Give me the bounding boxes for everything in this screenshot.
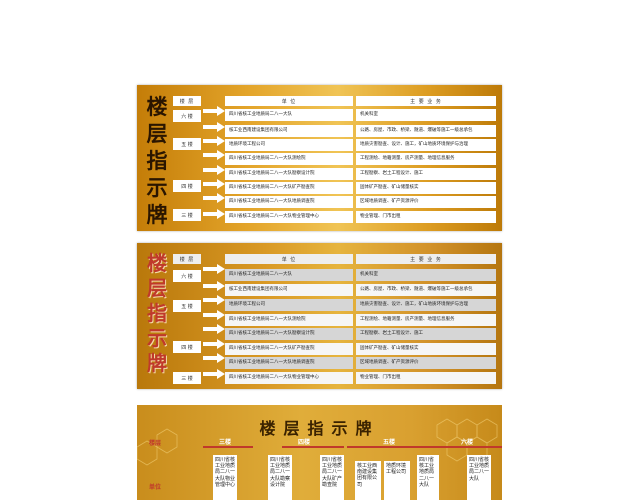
unit-name: 地质环境工程公司 <box>225 299 353 311</box>
unit-name: 四川省核工业地质局二八一大队地质调查院 <box>225 357 353 369</box>
floor-label: 四 楼 <box>173 341 201 353</box>
business-desc: 工程测绘、地籍测量、房产测量、地理信息服务 <box>356 153 496 165</box>
floor-heading: 四楼 <box>297 439 310 446</box>
unit-name: 四川省核工业地质局二八一大队地质调查院 <box>225 196 353 208</box>
business-desc: 固体矿产勘查、矿山储量核实 <box>356 343 496 355</box>
business-desc: 区域地质调查、矿产资源评价 <box>356 196 496 208</box>
unit-name: 四川省核工业地质局二八一大队测绘院 <box>225 314 353 326</box>
title-char: 牌 <box>146 202 168 227</box>
floor-heading-bar <box>427 446 502 448</box>
title-char: 指 <box>147 301 167 325</box>
business-desc: 地质灾害勘查、设计、施工，矿山地质环境保护与治理 <box>356 139 496 151</box>
header-business: 主 要 业 务 <box>356 254 496 264</box>
unit-cell: 四川省核工业地质局二八一大队 <box>467 455 491 500</box>
title-char: 层 <box>146 121 168 146</box>
unit-name: 四川省核工业地质局二八一大队 <box>225 109 353 121</box>
unit-name: 四川省核工业地质局二八一大队测绘院 <box>225 153 353 165</box>
floor-heading-bar <box>282 446 344 448</box>
unit-cell: 四川省核工业地质局二八一大队勘察设计院 <box>268 455 292 500</box>
business-desc: 公路、房屋、市政、桥梁、隧道、爆破等施工一级总承包 <box>356 284 496 296</box>
board-title-vertical: 楼 层 指 示 牌 <box>142 93 172 228</box>
business-desc: 物业管理、门市出租 <box>356 372 496 384</box>
unit-cell: 四川省核工业地质局二八一大队 <box>417 455 439 500</box>
title-char: 示 <box>146 175 168 200</box>
unit-name: 四川省核工业地质局二八一大队矿产勘查院 <box>225 182 353 194</box>
business-desc: 物业管理、门市出租 <box>356 211 496 223</box>
business-desc: 固体矿产勘查、矿山储量核实 <box>356 182 496 194</box>
title-char: 牌 <box>147 351 167 375</box>
unit-cell: 四川省核工业地质局二八一大队物业管理中心 <box>213 455 237 500</box>
floor-heading-bar <box>347 446 427 448</box>
floor-label: 三 楼 <box>173 372 201 384</box>
unit-name: 四川省核工业地质局二八一大队勘察设计院 <box>225 168 353 180</box>
unit-name: 地质环境工程公司 <box>225 139 353 151</box>
business-desc: 公路、房屋、市政、桥梁、隧道、爆破等施工一级总承包 <box>356 125 496 137</box>
unit-cell: 四川省核工业地质局二八一大队矿产勘查院 <box>320 455 344 500</box>
arrow-connectors <box>203 106 225 219</box>
unit-cell: 核工业西南建设集团有限公司 <box>355 461 381 500</box>
title-char: 楼 <box>146 94 168 119</box>
header-unit: 单 位 <box>225 254 353 264</box>
floor-heading: 六楼 <box>460 439 473 446</box>
business-desc: 工程勘察、岩土工程设计、施工 <box>356 168 496 180</box>
business-desc: 工程勘察、岩土工程设计、施工 <box>356 328 496 340</box>
floor-label: 六 楼 <box>173 270 201 282</box>
header-unit: 单 位 <box>225 96 353 106</box>
floor-heading: 三楼 <box>218 439 231 446</box>
header-floor: 楼 层 <box>173 96 201 106</box>
floor-heading-bar <box>203 446 253 448</box>
unit-name: 核工业西南建设集团有限公司 <box>225 125 353 137</box>
unit-name: 四川省核工业地质局二八一大队勘察设计院 <box>225 328 353 340</box>
business-desc: 区域地质调查、矿产资源评价 <box>356 357 496 369</box>
floor-directory-board-top: 楼 层 指 示 牌 楼 层 单 位 主 要 业 务 六 楼 五 楼 四 楼 三 … <box>137 85 502 231</box>
row-label-floor: 楼层 <box>149 440 162 447</box>
title-char: 指 <box>146 148 168 173</box>
row-label-unit: 单位 <box>149 484 162 491</box>
title-char: 示 <box>147 326 167 350</box>
unit-name: 四川省核工业地质局二八一大队物业管理中心 <box>225 372 353 384</box>
board-title-vertical: 楼 层 指 示 牌 <box>142 251 172 376</box>
business-desc: 工程测绘、地籍测量、房产测量、地理信息服务 <box>356 314 496 326</box>
board-title: 楼层指示牌 <box>259 419 380 438</box>
title-char: 层 <box>147 276 167 300</box>
title-char: 楼 <box>147 251 167 275</box>
unit-name: 核工业西南建设集团有限公司 <box>225 284 353 296</box>
floor-directory-board-bottom: 楼层指示牌 楼层 单位 三楼 四楼 五楼 六楼 四川省核工业地质局二八一大队物业… <box>137 405 502 500</box>
unit-name: 四川省核工业地质局二八一大队矿产勘查院 <box>225 343 353 355</box>
header-floor: 楼 层 <box>173 254 201 264</box>
business-desc: 地质灾害勘查、设计、施工，矿山地质环境保护与治理 <box>356 299 496 311</box>
header-business: 主 要 业 务 <box>356 96 496 106</box>
unit-cell: 地质环境工程公司 <box>384 461 410 500</box>
floor-heading: 五楼 <box>382 439 395 446</box>
floor-label: 五 楼 <box>173 138 201 150</box>
business-desc: 机关科室 <box>356 109 496 121</box>
floor-label: 五 楼 <box>173 300 201 312</box>
unit-name: 四川省核工业地质局二八一大队 <box>225 269 353 281</box>
floor-label: 三 楼 <box>173 209 201 221</box>
business-desc: 机关科室 <box>356 269 496 281</box>
floor-label: 六 楼 <box>173 110 201 122</box>
arrow-connectors <box>203 264 225 379</box>
floor-label: 四 楼 <box>173 180 201 192</box>
unit-name: 四川省核工业地质局二八一大队物业管理中心 <box>225 211 353 223</box>
floor-directory-board-middle: 楼 层 指 示 牌 楼 层 单 位 主 要 业 务 六 楼 五 楼 四 楼 三 … <box>137 243 502 389</box>
